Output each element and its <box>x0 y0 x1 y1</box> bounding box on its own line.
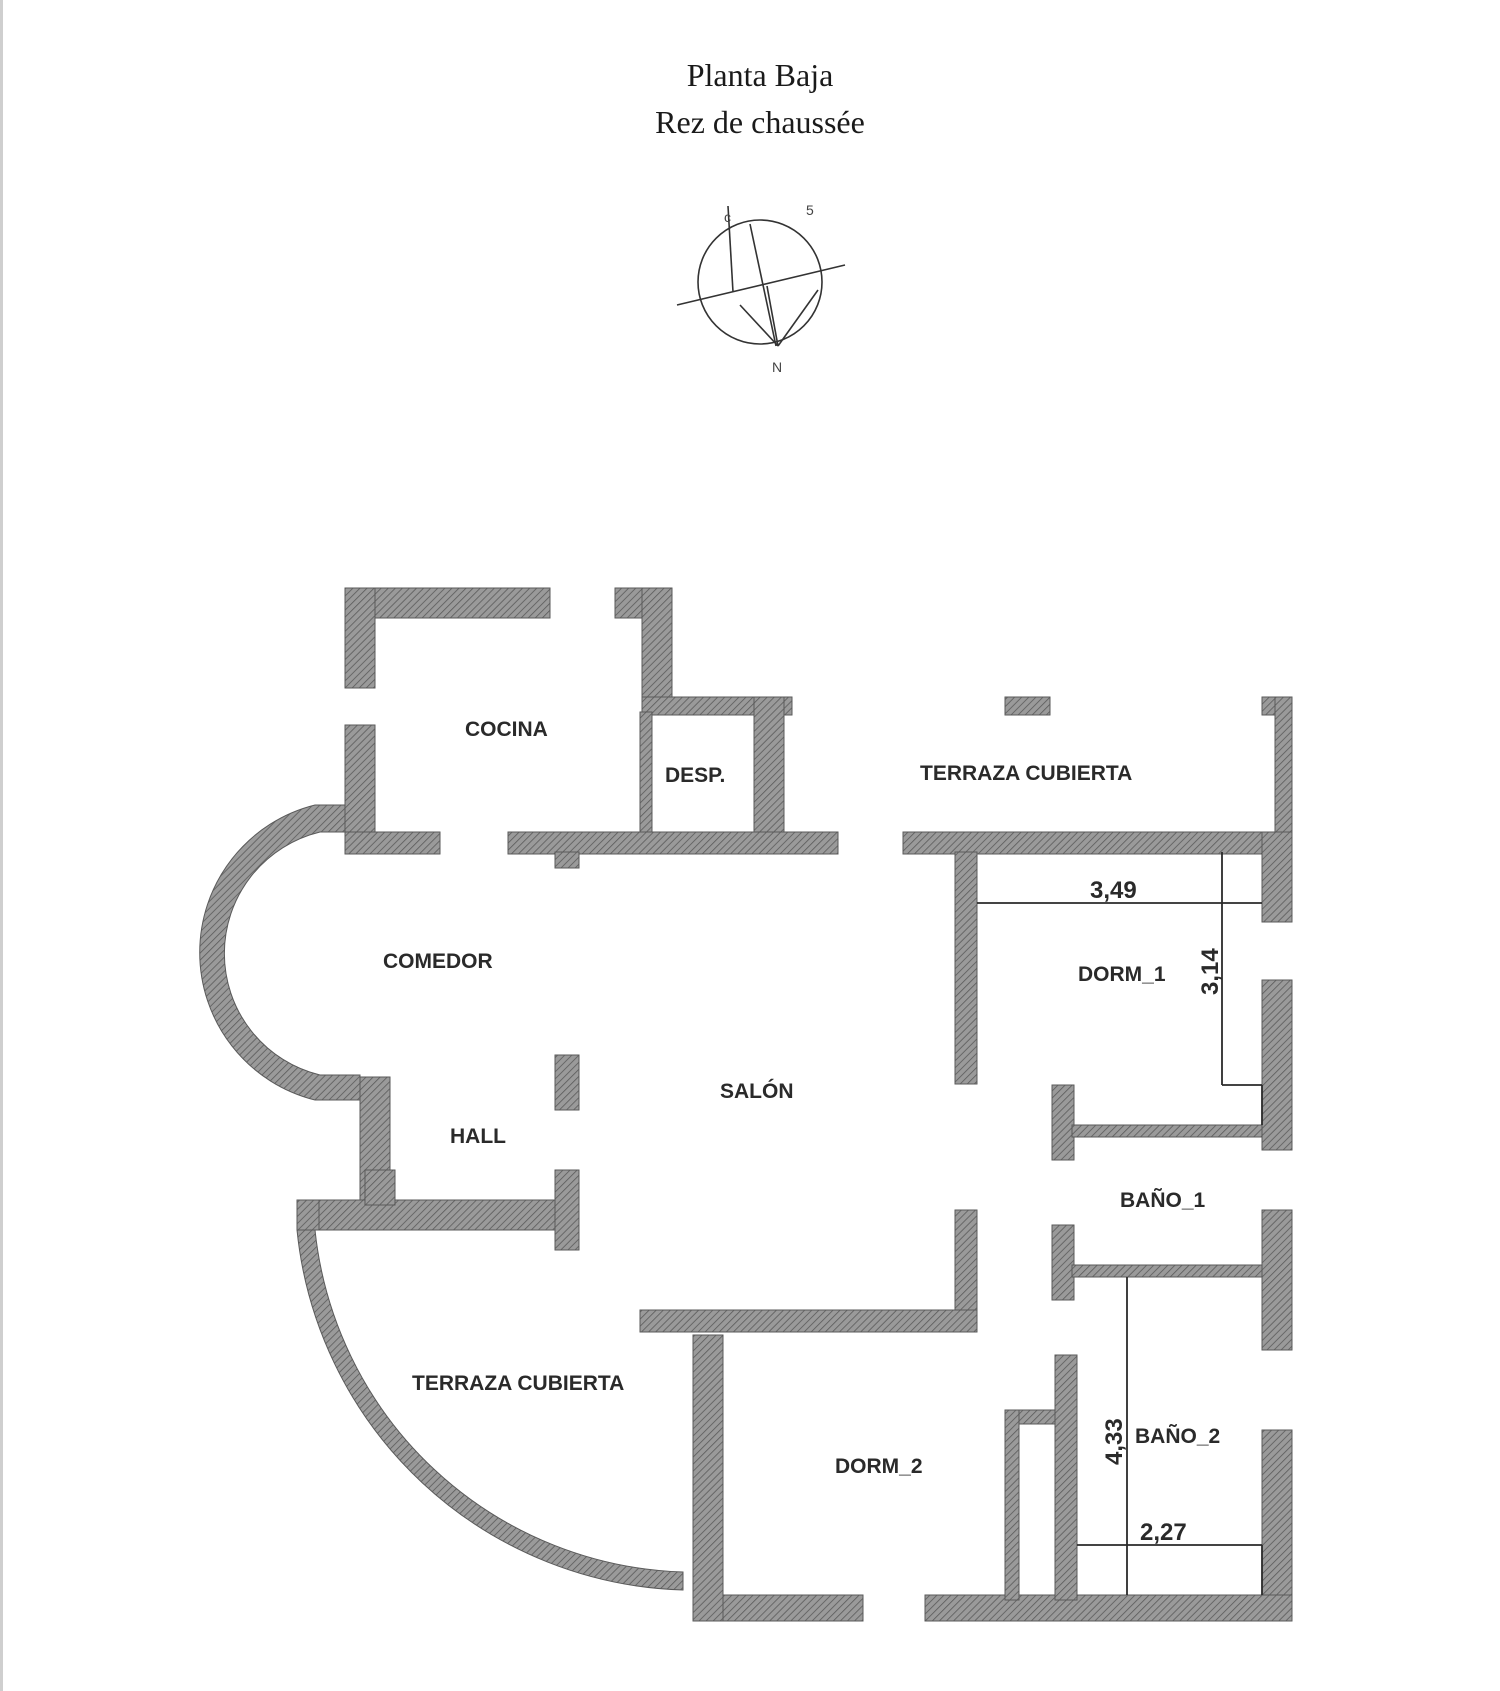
dim-bano2-width: 2,27 <box>1140 1519 1187 1546</box>
room-label-desp: DESP. <box>665 764 725 787</box>
comedor-bay-wall <box>199 804 361 1101</box>
compass-mark-left: c <box>724 209 731 225</box>
terrace-corner-wall <box>296 1199 320 1231</box>
room-label-terraza-bottom: TERRAZA CUBIERTA <box>412 1372 624 1395</box>
compass-icon <box>676 205 846 347</box>
dim-bano2-depth: 4,33 <box>1101 1418 1128 1465</box>
room-label-dorm1: DORM_1 <box>1078 963 1166 986</box>
room-label-dorm2: DORM_2 <box>835 1455 923 1478</box>
dim-dorm1-width: 3,49 <box>1090 877 1137 904</box>
dim-dorm1-depth: 3,14 <box>1197 948 1224 995</box>
terrace-curved-wall <box>296 1229 684 1591</box>
room-label-cocina: COCINA <box>465 718 548 741</box>
page-edge <box>0 0 3 1691</box>
room-label-bano2: BAÑO_2 <box>1135 1425 1220 1448</box>
room-label-bano1: BAÑO_1 <box>1120 1189 1206 1212</box>
plan-title-block: Planta Baja Rez de chaussée <box>560 52 960 146</box>
plan-subtitle: Rez de chaussée <box>655 104 865 140</box>
compass-north-label: N <box>772 359 782 375</box>
plan-title: Planta Baja <box>686 57 834 93</box>
room-label-salon: SALÓN <box>720 1079 794 1103</box>
interior-lines <box>977 852 1263 1595</box>
room-label-terraza-top: TERRAZA CUBIERTA <box>920 762 1132 785</box>
room-label-hall: HALL <box>450 1125 506 1148</box>
compass-mark-right: 5 <box>806 202 814 218</box>
walls <box>296 587 1293 1622</box>
room-label-comedor: COMEDOR <box>383 950 493 973</box>
